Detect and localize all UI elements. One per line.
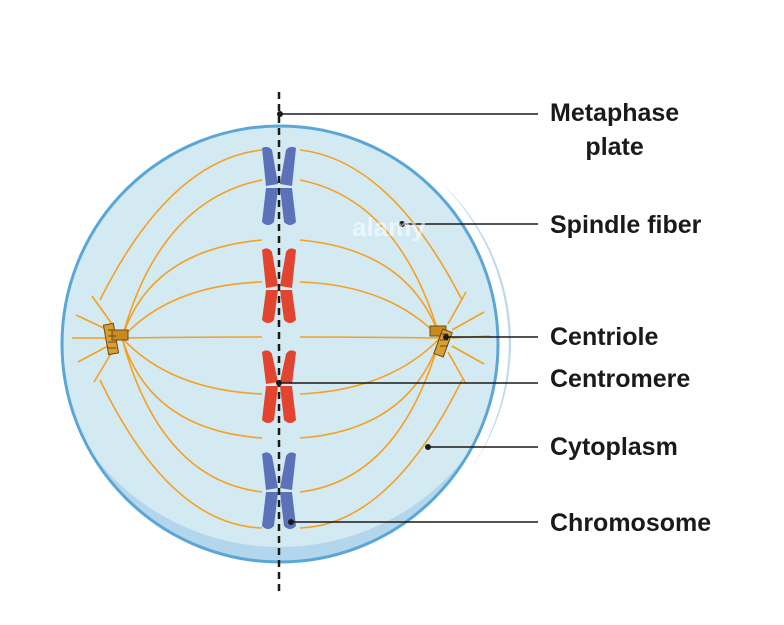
spindle-fiber (121, 336, 263, 339)
spindle-fiber (99, 149, 263, 301)
spindle-fiber (299, 281, 441, 339)
astral-ray (77, 345, 109, 363)
spindle-fiber (121, 179, 263, 339)
chromosome-3 (262, 350, 296, 423)
spindle-fiber (299, 337, 441, 493)
spindle-fiber (121, 281, 263, 339)
centriole-left (102, 322, 129, 356)
astral-ray (451, 311, 485, 331)
spindle-fibers (72, 149, 491, 529)
leader-lines (276, 111, 538, 525)
watermark: alamy (352, 212, 426, 242)
label-metaphase-plate-line1: Metaphase (550, 99, 680, 127)
spindle-fiber (299, 337, 441, 395)
astral-ray (91, 295, 113, 325)
spindle-fiber (299, 379, 463, 529)
spindle-fiber (121, 337, 263, 439)
astral-ray (75, 314, 109, 331)
spindle-fiber (299, 239, 441, 339)
spindle-fiber (99, 379, 263, 529)
label-spindle-fiber: Spindle fiber (550, 211, 702, 239)
label-centromere: Centromere (550, 365, 691, 393)
spindle-fiber (299, 179, 441, 339)
cell-shading (93, 455, 467, 561)
spindle-fiber (299, 149, 463, 301)
label-cytoplasm: Cytoplasm (550, 433, 678, 461)
chromosome-2 (262, 248, 296, 323)
label-chromosome: Chromosome (550, 509, 712, 537)
label-metaphase-plate: Metaphase plate (550, 96, 679, 164)
spindle-fiber (121, 337, 263, 395)
spindle-fiber (121, 337, 263, 493)
astral-ray (447, 291, 467, 325)
spindle-fiber (299, 336, 441, 339)
astral-ray (451, 345, 485, 365)
chromosome-4 (262, 452, 296, 529)
label-metaphase-plate-line2: plate (585, 133, 644, 161)
astral-ray (447, 351, 467, 385)
astral-ray (93, 351, 113, 383)
chromosome-1 (262, 146, 296, 225)
spindle-fiber (121, 239, 263, 339)
spindle-fiber (299, 337, 441, 439)
label-centriole: Centriole (550, 323, 659, 351)
